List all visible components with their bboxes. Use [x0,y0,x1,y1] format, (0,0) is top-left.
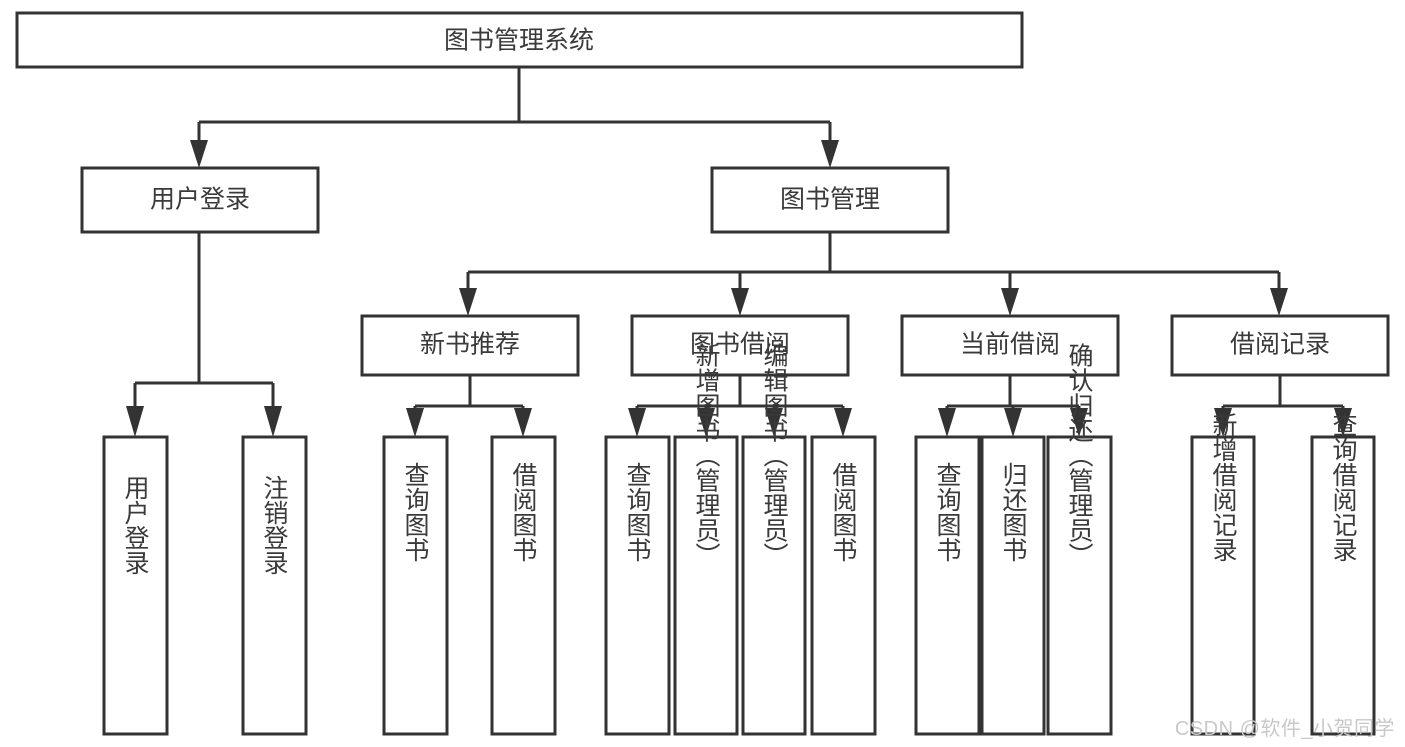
node-leaf-add-book-admin-box[interactable] [673,435,739,736]
node-leaf-query-borrow-record-box[interactable] [1310,435,1376,736]
node-book-management[interactable]: 图书管理 [710,166,950,234]
node-book-management-box[interactable] [710,166,950,234]
arrow-head-to-recommend-leaf-2 [514,408,532,437]
node-leaf-edit-book-admin-label: 编辑图书（管理员） [760,343,789,568]
arrow-head-to-borrow-leaf-4 [834,408,852,437]
node-borrow-records-label: 借阅记录 [1230,331,1330,359]
arrow-head-to-borrow-records [1270,288,1288,316]
arrow-head-to-borrow-leaf-1 [628,408,646,437]
node-leaf-borrow-query-book-label: 查询图书 [623,462,652,562]
arrow-head-to-records-leaf-2 [1334,408,1352,437]
node-leaf-add-borrow-record-box[interactable] [1190,435,1256,736]
node-leaf-recommend-query-book-label: 查询图书 [401,462,430,562]
arrow-head-to-recommend-leaf-1 [406,408,424,437]
node-leaf-add-book-admin-label: 新增图书（管理员） [692,343,721,568]
node-current-borrow-label: 当前借阅 [960,331,1060,359]
node-leaf-current-query-book-box[interactable] [914,435,981,736]
node-leaf-add-borrow-record-label: 新增借阅记录 [1209,412,1238,562]
node-leaf-return-book[interactable]: 归还图书 [980,435,1046,736]
connector-group-book-borrow [628,375,852,437]
node-leaf-user-login-box[interactable] [102,435,169,736]
node-user-login-box[interactable] [80,166,320,234]
node-leaf-borrow-book[interactable]: 借阅图书 [810,435,877,736]
connector-group-user-login [126,232,282,437]
node-root-system[interactable]: 图书管理系统 [15,11,1024,69]
node-leaf-current-query-book[interactable]: 查询图书 [914,435,981,736]
connector-group-book-management [459,232,1288,316]
node-leaf-add-borrow-record[interactable]: 新增借阅记录 [1190,412,1256,736]
connector-group-new-book-recommend [406,375,532,437]
node-user-login-label: 用户登录 [150,186,250,214]
node-leaf-logout-label: 注销登录 [260,475,289,575]
node-borrow-records-box[interactable] [1170,314,1390,377]
node-leaf-logout[interactable]: 注销登录 [241,435,308,736]
node-leaf-return-book-box[interactable] [980,435,1046,736]
node-book-borrow[interactable]: 图书借阅 [630,314,850,377]
node-leaf-recommend-borrow-book[interactable]: 借阅图书 [490,435,557,736]
arrow-head-to-current-leaf-3 [1070,408,1088,437]
node-leaf-confirm-return-admin[interactable]: 确认归还（管理员） [1046,343,1113,736]
node-leaf-recommend-borrow-book-label: 借阅图书 [509,462,538,562]
node-current-borrow-box[interactable] [900,314,1120,377]
arrow-head-to-user-login [190,140,208,168]
node-leaf-borrow-book-box[interactable] [810,435,877,736]
node-book-borrow-box[interactable] [630,314,850,377]
node-leaf-logout-box[interactable] [241,435,308,736]
arrow-head-to-current-borrow [1001,288,1019,316]
connector-group-root [190,67,839,168]
arrow-head-to-borrow-leaf-3 [765,408,783,437]
node-new-book-recommend-label: 新书推荐 [420,331,520,359]
node-leaf-user-login[interactable]: 用户登录 [102,435,169,736]
arrow-head-to-book-management [821,140,839,168]
node-root-system-label: 图书管理系统 [444,27,594,55]
node-book-management-label: 图书管理 [780,186,880,214]
arrow-head-to-current-leaf-1 [938,408,956,437]
node-leaf-recommend-query-book-box[interactable] [382,435,449,736]
arrow-head-to-user-login-leaf [126,406,144,437]
arrow-head-to-book-borrow [731,288,749,316]
node-leaf-user-login-label: 用户登录 [121,475,150,575]
node-new-book-recommend[interactable]: 新书推荐 [360,314,580,377]
node-current-borrow[interactable]: 当前借阅 [900,314,1120,377]
node-leaf-add-book-admin[interactable]: 新增图书（管理员） [673,343,739,736]
node-leaf-current-query-book-label: 查询图书 [933,462,962,562]
node-leaf-return-book-label: 归还图书 [999,462,1028,562]
arrow-head-to-new-book-recommend [459,288,477,316]
node-leaf-borrow-query-book-box[interactable] [604,435,671,736]
node-borrow-records[interactable]: 借阅记录 [1170,314,1390,377]
node-leaf-recommend-borrow-book-box[interactable] [490,435,557,736]
node-leaf-recommend-query-book[interactable]: 查询图书 [382,435,449,736]
arrow-head-to-records-leaf-1 [1214,408,1232,437]
arrow-head-to-borrow-leaf-2 [697,408,715,437]
node-book-borrow-label: 图书借阅 [690,331,790,359]
node-leaf-borrow-book-label: 借阅图书 [829,462,858,562]
node-user-login[interactable]: 用户登录 [80,166,320,234]
node-leaf-query-borrow-record[interactable]: 查询借阅记录 [1310,412,1376,736]
node-leaf-confirm-return-admin-box[interactable] [1046,435,1113,736]
connector-group-borrow-records [1214,375,1352,437]
node-new-book-recommend-box[interactable] [360,314,580,377]
arrow-head-to-logout-leaf [264,406,282,437]
node-leaf-query-borrow-record-label: 查询借阅记录 [1329,412,1358,562]
arrow-head-to-current-leaf-2 [1004,408,1022,437]
node-leaf-confirm-return-admin-label: 确认归还（管理员） [1065,343,1094,568]
node-leaf-edit-book-admin[interactable]: 编辑图书（管理员） [741,343,807,736]
node-leaf-borrow-query-book[interactable]: 查询图书 [604,435,671,736]
node-leaf-edit-book-admin-box[interactable] [741,435,807,736]
node-root-system-box[interactable] [15,11,1024,69]
connector-group-current-borrow [938,375,1088,437]
